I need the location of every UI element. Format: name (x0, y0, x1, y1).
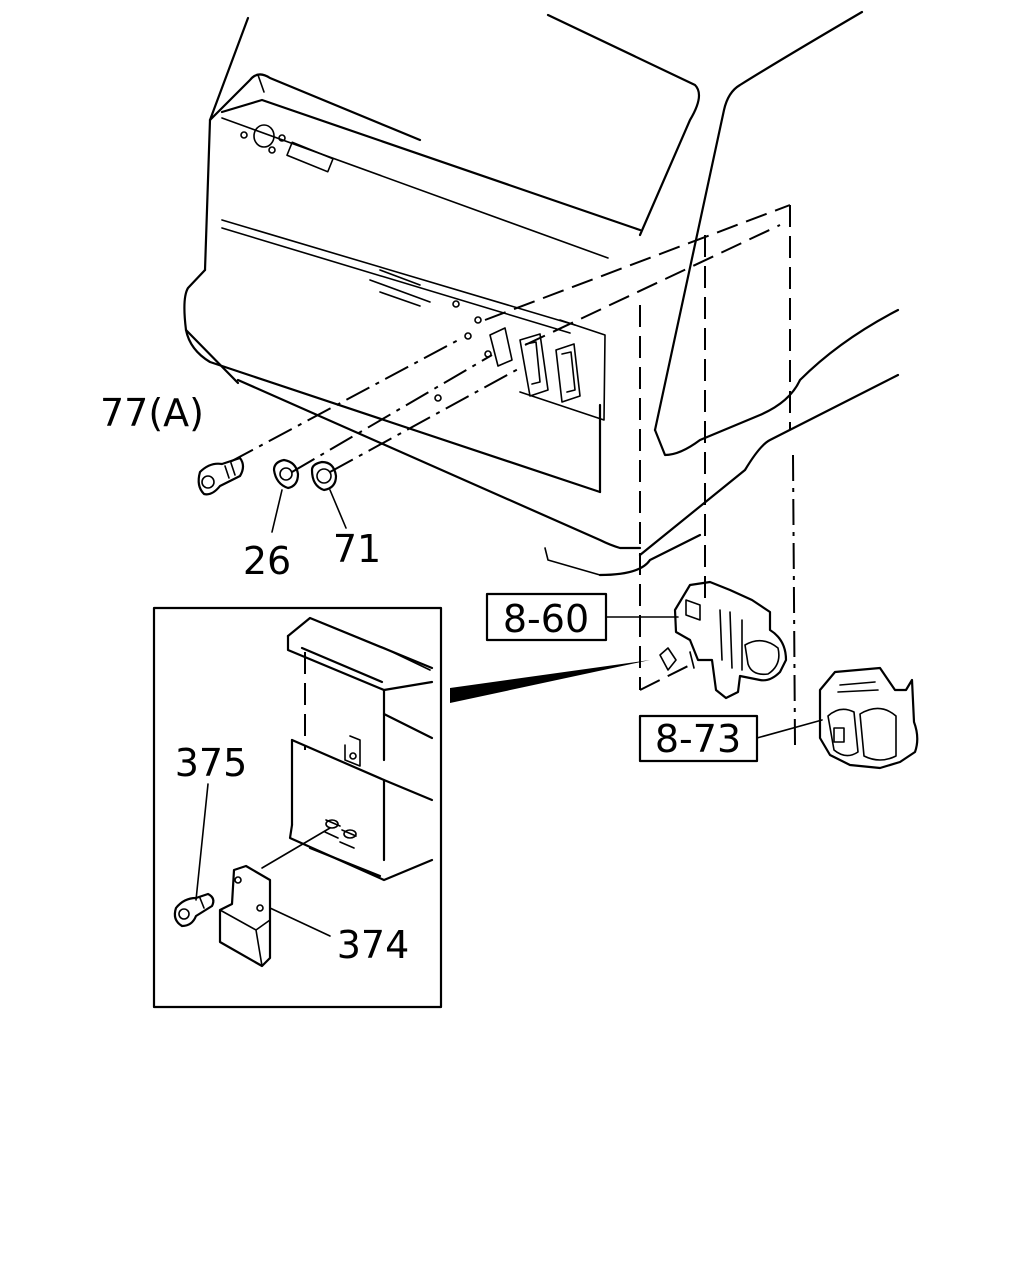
callout-71: 71 (333, 527, 381, 571)
part-8-60 (659, 580, 788, 700)
phantom-lines (484, 204, 796, 746)
callout-77a: 77(A) (100, 391, 204, 435)
nut-71 (310, 460, 338, 492)
bolt-77a (197, 456, 245, 496)
detail-pointer (450, 660, 650, 703)
label-box-8-60: 8-60 (485, 592, 608, 642)
cab-body (183, 10, 900, 577)
leader-26 (271, 489, 283, 533)
callout-26: 26 (243, 539, 291, 583)
label-box-8-73: 8-73 (638, 714, 759, 763)
leader-lines (229, 337, 521, 473)
leader-71 (329, 489, 347, 529)
callout-374: 374 (337, 923, 410, 967)
leader-8-73 (756, 719, 823, 739)
nut-26 (272, 458, 300, 490)
callout-8-60: 8-60 (503, 597, 589, 641)
detail-inset (152, 606, 443, 1009)
callout-8-73: 8-73 (655, 717, 741, 761)
callout-375: 375 (175, 741, 248, 785)
detail-frame (152, 606, 443, 1009)
part-8-73 (818, 666, 919, 770)
